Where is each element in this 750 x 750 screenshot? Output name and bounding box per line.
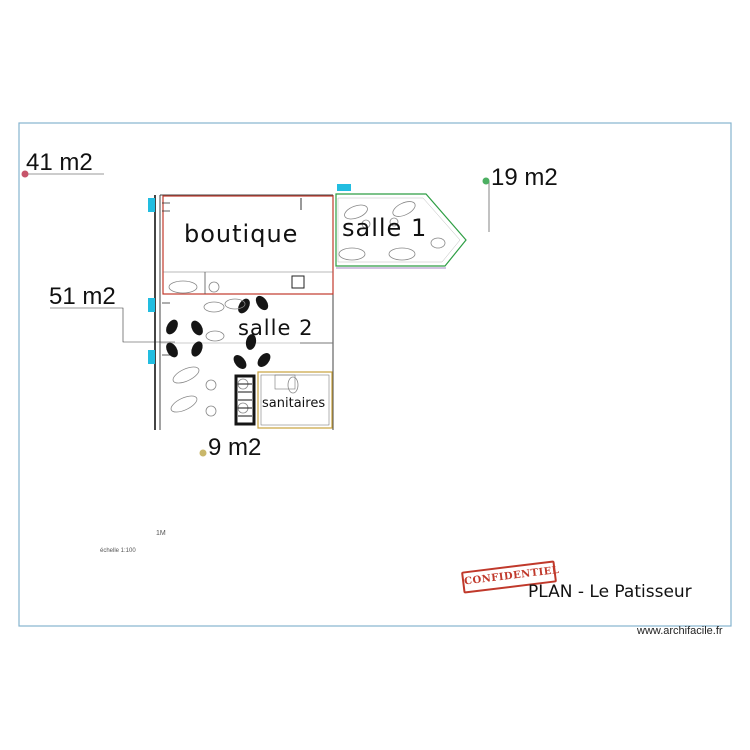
room-label-salle1: salle 1 [342, 214, 428, 242]
banquette-slats [238, 383, 252, 417]
room-label-sanitaires: sanitaires [262, 396, 326, 411]
sanitaires-partition [274, 374, 296, 390]
watermark-link[interactable]: www.archifacile.fr [637, 625, 723, 637]
window [148, 350, 155, 364]
sheet-border [18, 122, 732, 627]
plan-title: PLAN - Le Patisseur [528, 582, 692, 602]
sanitaires-outline [257, 371, 333, 429]
area-dot-9 [199, 449, 207, 457]
window [337, 184, 351, 191]
area-dot-41 [21, 170, 29, 178]
windows [148, 184, 351, 364]
boutique-furniture [168, 280, 220, 294]
window-sills [162, 202, 170, 356]
room-label-salle2: salle 2 [238, 316, 314, 340]
salle2-tables [170, 298, 299, 417]
salle2-chairs [166, 295, 271, 369]
salle2-banquette [234, 374, 256, 426]
window [148, 198, 155, 212]
salle1-inner [337, 197, 461, 263]
scale-marker: 1M [156, 530, 166, 537]
boutique-outline [162, 195, 334, 295]
area-label-19: 19 m2 [491, 164, 558, 191]
salle1-furniture [338, 201, 446, 261]
room-label-boutique: boutique [184, 220, 299, 248]
scale-caption: échelle 1:100 [100, 548, 136, 554]
window [148, 298, 155, 312]
area-dot-19 [482, 177, 490, 185]
salle1-outline [335, 193, 467, 267]
boutique-counter [291, 275, 305, 289]
area-label-9: 9 m2 [208, 434, 262, 461]
area-label-51: 51 m2 [49, 283, 116, 310]
area-label-41: 41 m2 [26, 149, 93, 176]
area-leaders [25, 173, 490, 343]
